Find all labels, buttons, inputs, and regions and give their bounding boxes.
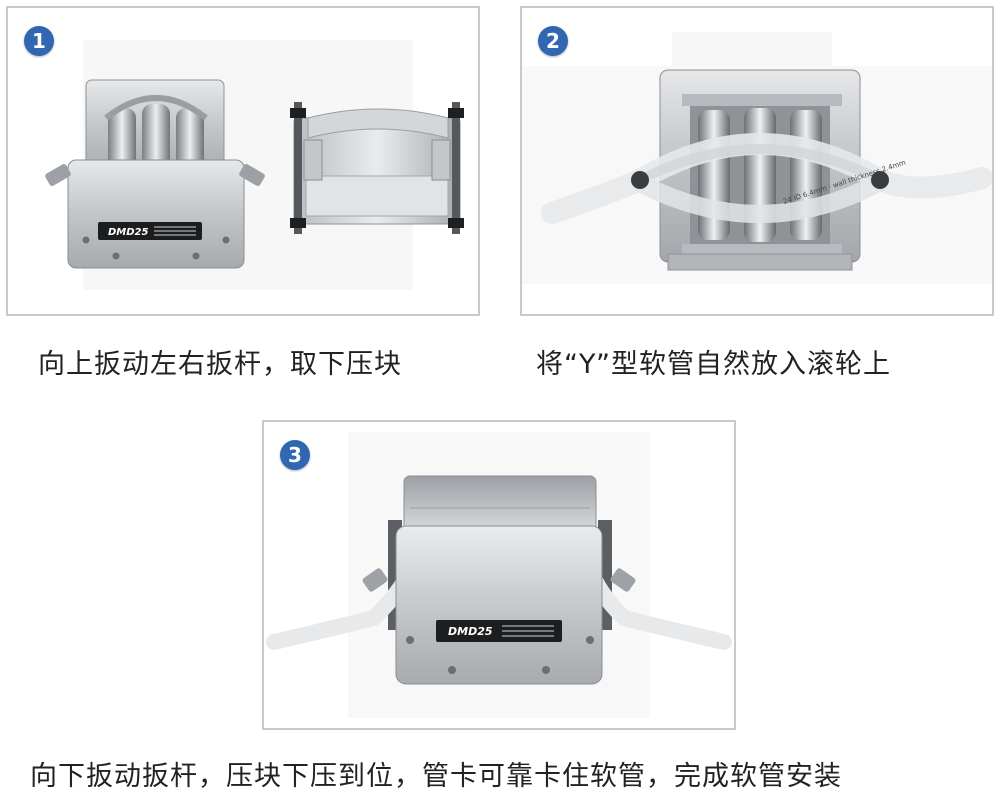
step-2-photo: 24 ID 6.4mm · wall thickness 2.4mm bbox=[522, 32, 992, 284]
step-2-caption: 将“Y”型软管自然放入滚轮上 bbox=[536, 349, 891, 380]
step-3-badge: 3 bbox=[280, 440, 310, 470]
pump-assembled-image: DMD25 bbox=[266, 475, 732, 685]
step-1-badge: 1 bbox=[24, 26, 54, 56]
step-1-caption: 向上扳动左右扳杆，取下压块 bbox=[38, 349, 402, 380]
step-3-photo: DMD25 bbox=[266, 432, 732, 718]
step-3-panel: 3 DMD25 bbox=[262, 420, 736, 730]
step-3-caption: 向下扳动扳杆，压块下压到位，管卡可靠卡住软管，完成软管安装 bbox=[30, 761, 842, 792]
pump-label-3: DMD25 bbox=[448, 625, 493, 638]
pressure-block-image bbox=[290, 102, 464, 234]
step-2-panel: 2 24 ID 6.4mm · wall thicknes bbox=[520, 6, 994, 316]
pump-label-1: DMD25 bbox=[108, 227, 149, 238]
step-2-badge: 2 bbox=[538, 26, 568, 56]
pump-open-image: DMD25 bbox=[45, 79, 265, 269]
pump-with-tube-image: 24 ID 6.4mm · wall thickness 2.4mm bbox=[541, 69, 992, 271]
step-1-panel: 1 DMD25 bbox=[6, 6, 480, 316]
step-1-photo: DMD25 bbox=[45, 40, 464, 290]
